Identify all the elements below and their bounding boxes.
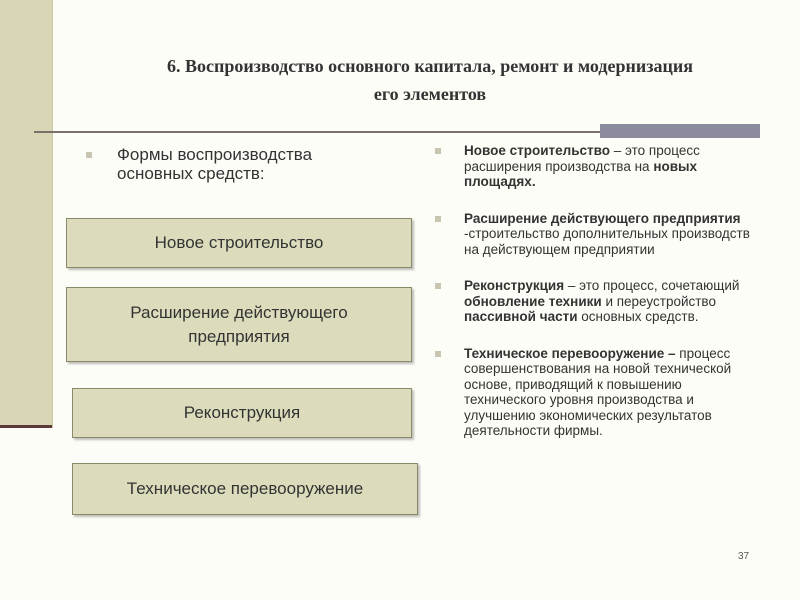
definition-term: обновление техники	[464, 293, 602, 309]
definition-item: Расширение действующего предприятия -стр…	[432, 211, 752, 258]
form-box-reequipment: Техническое перевооружение	[72, 463, 418, 515]
divider-accent-block	[600, 124, 760, 138]
definition-run: -строительство дополнительных производст…	[464, 226, 750, 257]
bullet-square-icon	[435, 350, 441, 357]
definition-item: Новое строительство – это процесс расшир…	[432, 143, 752, 190]
title-divider	[34, 131, 760, 133]
definition-term: Новое строительство	[464, 143, 611, 158]
definition-text: Реконструкция – это процесс, сочетающий …	[464, 278, 752, 325]
bullet-square-icon	[435, 148, 441, 154]
definition-run: – это процесс, сочетающий	[564, 278, 740, 293]
form-box-label: Расширение действующего предприятия	[130, 302, 348, 346]
left-decor-accent	[0, 425, 52, 428]
bullet-square-icon	[435, 215, 441, 222]
definition-run: – это процесс расширения производства на	[464, 143, 700, 174]
definition-text: Техническое перевооружение – процесс сов…	[464, 346, 752, 439]
form-box-label: Техническое перевооружение	[126, 479, 364, 498]
slide-title: 6. Воспроизводство основного капитала, р…	[60, 52, 800, 108]
form-box-reconstruction: Реконструкция	[72, 388, 412, 438]
definition-term: Техническое перевооружение –	[464, 345, 676, 361]
definition-text: Новое строительство – это процесс расшир…	[464, 143, 752, 190]
definitions-list: Новое строительство – это процесс расшир…	[432, 143, 752, 460]
form-box-expansion: Расширение действующего предприятия	[66, 287, 412, 362]
slide-title-line2: его элементов	[373, 84, 487, 104]
bullet-square-icon	[435, 283, 441, 289]
definition-term: пассивной части	[464, 309, 578, 324]
definition-run: процесс совершенствования на новой техни…	[464, 345, 732, 439]
page-number: 37	[738, 551, 750, 562]
form-box-label: Реконструкция	[183, 403, 301, 422]
definition-run: и переустройство	[601, 293, 716, 309]
definition-term: новых площадях.	[464, 158, 698, 190]
form-box-label: Новое строительство	[154, 233, 324, 252]
definition-term: Расширение действующего предприятия	[464, 210, 741, 226]
bullet-square-icon	[86, 152, 92, 158]
definition-text: Расширение действующего предприятия -стр…	[464, 211, 752, 258]
definition-term: Реконструкция	[464, 278, 565, 293]
slide-title-line1: 6. Воспроизводство основного капитала, р…	[167, 56, 693, 76]
forms-lead-text: Формы воспроизводства основных средств:	[117, 145, 313, 183]
left-decor-strip	[0, 0, 53, 428]
definition-item: Реконструкция – это процесс, сочетающий …	[432, 278, 752, 325]
forms-lead-item: Формы воспроизводства основных средств:	[86, 145, 390, 183]
form-box-new-construction: Новое строительство	[66, 218, 412, 268]
definition-run: основных средств.	[577, 309, 699, 324]
definition-item: Техническое перевооружение – процесс сов…	[432, 346, 752, 439]
